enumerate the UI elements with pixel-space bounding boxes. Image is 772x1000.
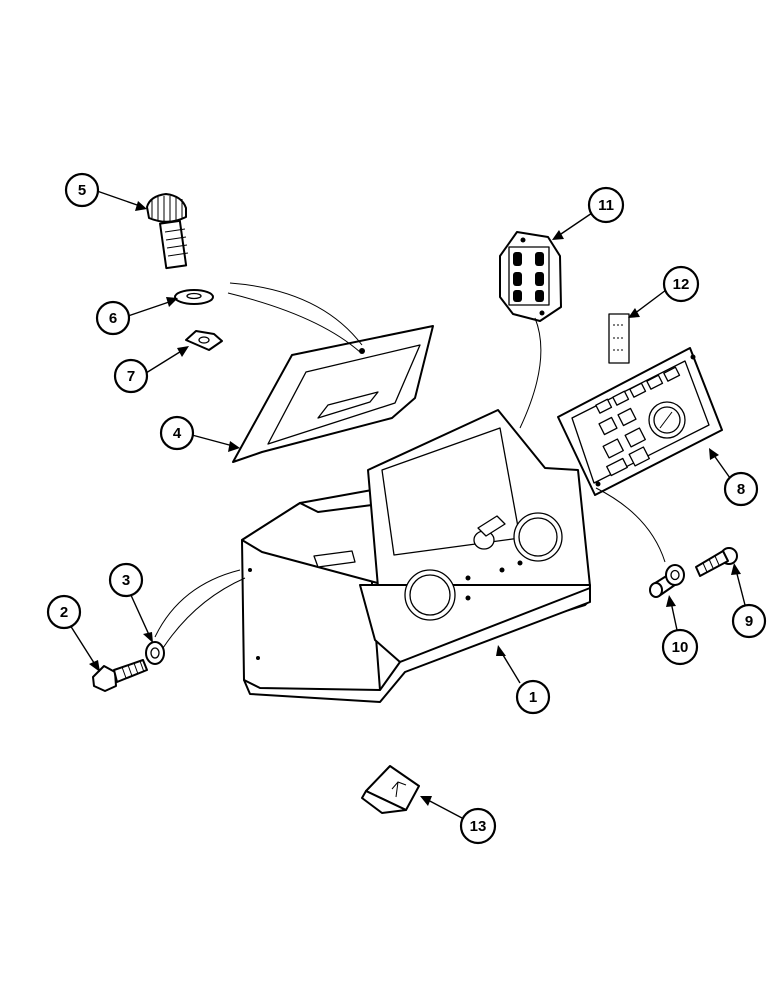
console-lid xyxy=(232,325,434,463)
svg-text:9: 9 xyxy=(745,613,753,630)
callout-6: 6 xyxy=(95,300,131,336)
svg-text:5: 5 xyxy=(78,182,86,199)
instrument-cluster xyxy=(557,347,723,496)
washer-3 xyxy=(145,641,165,665)
switch-panel xyxy=(499,231,562,322)
svg-text:1: 1 xyxy=(529,689,537,706)
callouts: 1 2 3 4 5 6 7 8 9 10 11 12 13 xyxy=(46,172,767,845)
screw-9 xyxy=(695,547,738,577)
washer-6 xyxy=(174,289,214,305)
callout-9: 9 xyxy=(731,603,767,639)
callout-13: 13 xyxy=(459,807,497,845)
callout-leaders xyxy=(69,190,746,819)
grommet xyxy=(649,564,685,598)
console-housing xyxy=(241,409,591,703)
callout-11: 11 xyxy=(587,186,625,224)
label-strip xyxy=(608,313,630,364)
svg-text:6: 6 xyxy=(109,310,117,327)
callout-2: 2 xyxy=(46,594,82,630)
knob-bolt xyxy=(146,193,189,270)
callout-3: 3 xyxy=(108,562,144,598)
svg-text:12: 12 xyxy=(673,276,690,293)
callout-5: 5 xyxy=(64,172,100,208)
callout-12: 12 xyxy=(662,265,700,303)
triangle-decal xyxy=(361,765,420,814)
svg-text:2: 2 xyxy=(60,604,68,621)
callout-10: 10 xyxy=(661,628,699,666)
svg-text:4: 4 xyxy=(173,425,182,442)
svg-text:7: 7 xyxy=(127,368,135,385)
callout-1: 1 xyxy=(515,679,551,715)
svg-text:10: 10 xyxy=(672,639,689,656)
callout-8: 8 xyxy=(723,471,759,507)
callout-4: 4 xyxy=(159,415,195,451)
nut-insert xyxy=(185,330,223,351)
svg-text:11: 11 xyxy=(598,197,614,214)
bolt-2 xyxy=(92,659,148,692)
svg-text:3: 3 xyxy=(122,572,130,589)
callout-7: 7 xyxy=(113,358,149,394)
assembly-guides xyxy=(154,282,666,649)
svg-text:8: 8 xyxy=(737,481,745,498)
svg-text:13: 13 xyxy=(470,818,487,835)
